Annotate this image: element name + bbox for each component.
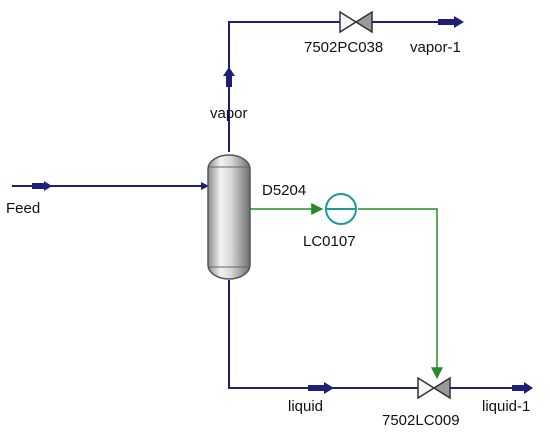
vapor-flow-arrow-icon	[226, 75, 232, 87]
vessel-icon	[207, 154, 251, 280]
liquid-flow-arrow-icon	[308, 385, 324, 391]
liquid-out-label: liquid-1	[482, 398, 530, 415]
valve-icon	[417, 376, 436, 400]
vapor-out-label: vapor-1	[410, 39, 461, 56]
liquid-out-stream[interactable]	[450, 382, 533, 394]
vessel-d5204[interactable]	[207, 154, 251, 280]
vessel-label: D5204	[262, 182, 306, 199]
feed-label: Feed	[6, 200, 40, 217]
controller-label: LC0107	[303, 233, 356, 250]
feed-flow-arrow-icon	[32, 183, 44, 189]
vapor-label: vapor	[210, 105, 248, 122]
level-control-valve[interactable]	[417, 376, 451, 400]
pressure-valve-label: 7502PC038	[304, 39, 383, 56]
vapor-out-arrow-icon	[438, 19, 454, 25]
level-valve-label: 7502LC009	[382, 412, 460, 429]
liquid-stream[interactable]	[228, 280, 418, 394]
liquid-label: liquid	[288, 398, 323, 415]
feed-stream[interactable]	[12, 181, 209, 191]
level-signal-line[interactable]	[249, 203, 443, 380]
liquid-out-arrow-icon	[512, 385, 524, 391]
level-controller[interactable]	[325, 193, 357, 225]
vapor-out-stream[interactable]	[372, 16, 464, 28]
pressure-control-valve[interactable]	[339, 10, 373, 34]
valve-icon	[339, 10, 358, 34]
vapor-stream[interactable]	[223, 21, 340, 152]
